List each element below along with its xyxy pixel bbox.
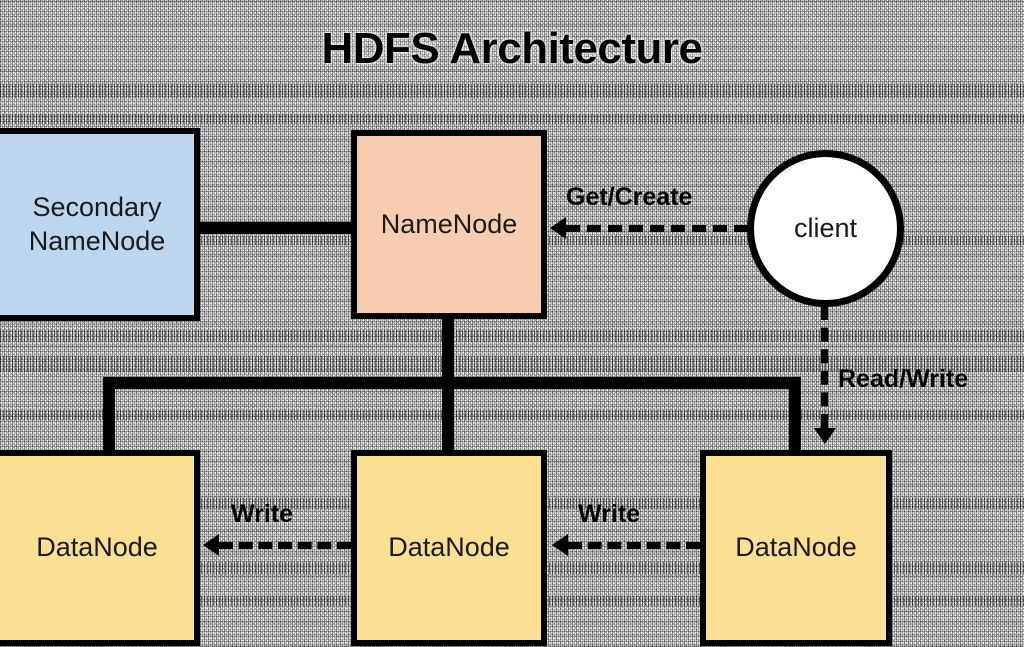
node-datanode-3-label: DataNode — [735, 532, 857, 563]
edge-write-2to1-arrowhead — [203, 534, 219, 556]
node-datanode-2-label: DataNode — [388, 532, 510, 563]
noise-band — [0, 84, 1024, 98]
node-namenode[interactable]: NameNode — [351, 130, 547, 319]
edge-label-write-2to1: Write — [231, 500, 294, 528]
edge-write-3to2-line — [568, 542, 700, 549]
edge-label-read-write: Read/Write — [838, 365, 969, 393]
node-secondary-namenode-label-line1: Secondary — [32, 191, 162, 222]
diagram-title: HDFS Architecture — [321, 24, 703, 73]
edge-bus-drop-datanode-3 — [789, 377, 801, 455]
edge-write-3to2-arrowhead — [552, 534, 568, 556]
edge-read-write-arrowhead — [814, 428, 836, 444]
edge-secondary-to-namenode — [193, 222, 357, 234]
edge-bus-drop-datanode-2 — [442, 377, 454, 455]
node-datanode-1[interactable]: DataNode — [0, 450, 200, 646]
node-secondary-namenode[interactable]: Secondary NameNode — [0, 128, 200, 321]
noise-band — [0, 410, 1024, 420]
noise-band — [0, 330, 1024, 342]
node-client[interactable]: client — [747, 150, 904, 307]
edge-get-create-line — [566, 225, 748, 232]
node-datanode-3[interactable]: DataNode — [700, 450, 892, 646]
edge-label-get-create: Get/Create — [566, 183, 693, 211]
noise-band — [0, 114, 1024, 124]
edge-read-write-line — [821, 306, 828, 428]
noise-band — [0, 356, 1024, 372]
edge-namenode-stem — [442, 312, 454, 389]
node-client-label: client — [793, 213, 858, 243]
node-secondary-namenode-label: Secondary NameNode — [29, 191, 166, 259]
node-datanode-2[interactable]: DataNode — [351, 450, 547, 646]
edge-write-2to1-line — [219, 542, 351, 549]
edge-bus-drop-datanode-1 — [103, 377, 115, 455]
edge-get-create-arrowhead — [550, 217, 566, 239]
node-namenode-label: NameNode — [380, 208, 518, 239]
node-secondary-namenode-label-line2: NameNode — [28, 225, 166, 256]
node-datanode-1-label: DataNode — [36, 532, 158, 563]
edge-label-write-3to2: Write — [578, 500, 641, 528]
